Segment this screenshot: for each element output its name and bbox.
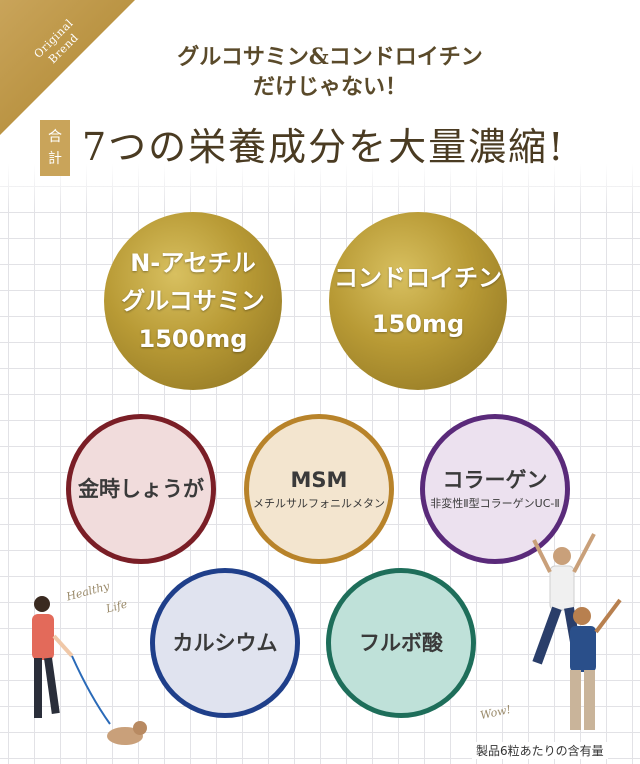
chondroitin-name: コンドロイチン bbox=[334, 264, 502, 292]
man2-arm bbox=[594, 598, 622, 634]
sub-headline-line2: だけじゃない！ bbox=[252, 74, 407, 100]
person-walking-dog-illustration bbox=[32, 596, 147, 745]
msm-subtitle: メチルサルフォニルメタン bbox=[253, 497, 385, 510]
ingredient-fulvic-acid: フルボ酸 bbox=[326, 568, 476, 718]
chondroitin-amount: 150mg bbox=[371, 310, 465, 338]
msm-name: MSM bbox=[290, 468, 348, 492]
ingredient-chondroitin: コンドロイチン 150mg bbox=[329, 212, 507, 390]
main-headline: 7つの栄養成分を大量濃縮! bbox=[82, 125, 566, 169]
total-tag-char1: 合 bbox=[48, 129, 62, 145]
total-tag: 合 計 bbox=[40, 120, 70, 176]
glucosamine-amount: 1500mg bbox=[138, 325, 248, 353]
ingredient-glucosamine: N-アセチル グルコサミン 1500mg bbox=[104, 212, 282, 390]
wow-deco-text: Wow! bbox=[478, 702, 513, 723]
walker-leg-right bbox=[44, 657, 60, 715]
man2-shirt bbox=[570, 626, 596, 672]
glucosamine-line2: グルコサミン bbox=[121, 287, 265, 315]
dog-leash bbox=[71, 655, 111, 725]
man2-head bbox=[573, 607, 591, 625]
man2-leg-right bbox=[584, 670, 595, 730]
man1-arm-right bbox=[572, 533, 596, 573]
header-background bbox=[0, 0, 640, 210]
cheering-people-illustration bbox=[532, 533, 622, 730]
ingredient-msm: MSM メチルサルフォニルメタン bbox=[244, 414, 394, 564]
fulvic-acid-name: フルボ酸 bbox=[359, 631, 443, 655]
walker-head bbox=[34, 596, 50, 612]
man1-arm-left bbox=[532, 539, 552, 573]
ingredient-collagen: コラーゲン 非変性Ⅱ型コラーゲンUC-Ⅱ bbox=[420, 414, 570, 564]
collagen-subtitle: 非変性Ⅱ型コラーゲンUC-Ⅱ bbox=[430, 497, 560, 510]
kintoki-ginger-name: 金時しょうが bbox=[78, 477, 204, 501]
man1-shirt bbox=[549, 565, 575, 611]
calcium-name: カルシウム bbox=[172, 631, 278, 655]
walker-arm bbox=[52, 634, 74, 658]
ingredient-kintoki-ginger: 金時しょうが bbox=[66, 414, 216, 564]
collagen-name: コラーゲン bbox=[442, 468, 548, 492]
total-tag-char2: 計 bbox=[48, 151, 62, 167]
walker-leg-left bbox=[34, 658, 42, 718]
man2-leg-left bbox=[570, 670, 581, 730]
sub-headline-line1: グルコサミン&コンドロイチン bbox=[177, 44, 483, 70]
glucosamine-line1: N-アセチル bbox=[130, 249, 256, 277]
ingredient-calcium: カルシウム bbox=[150, 568, 300, 718]
man1-head bbox=[553, 547, 571, 565]
sub-headline: グルコサミン&コンドロイチン だけじゃない！ bbox=[150, 42, 510, 102]
dog-head bbox=[133, 721, 147, 735]
per-six-tablets-note: 製品6粒あたりの含有量 bbox=[472, 742, 608, 759]
man1-leg-left bbox=[532, 606, 562, 665]
walker-shirt bbox=[32, 614, 54, 660]
